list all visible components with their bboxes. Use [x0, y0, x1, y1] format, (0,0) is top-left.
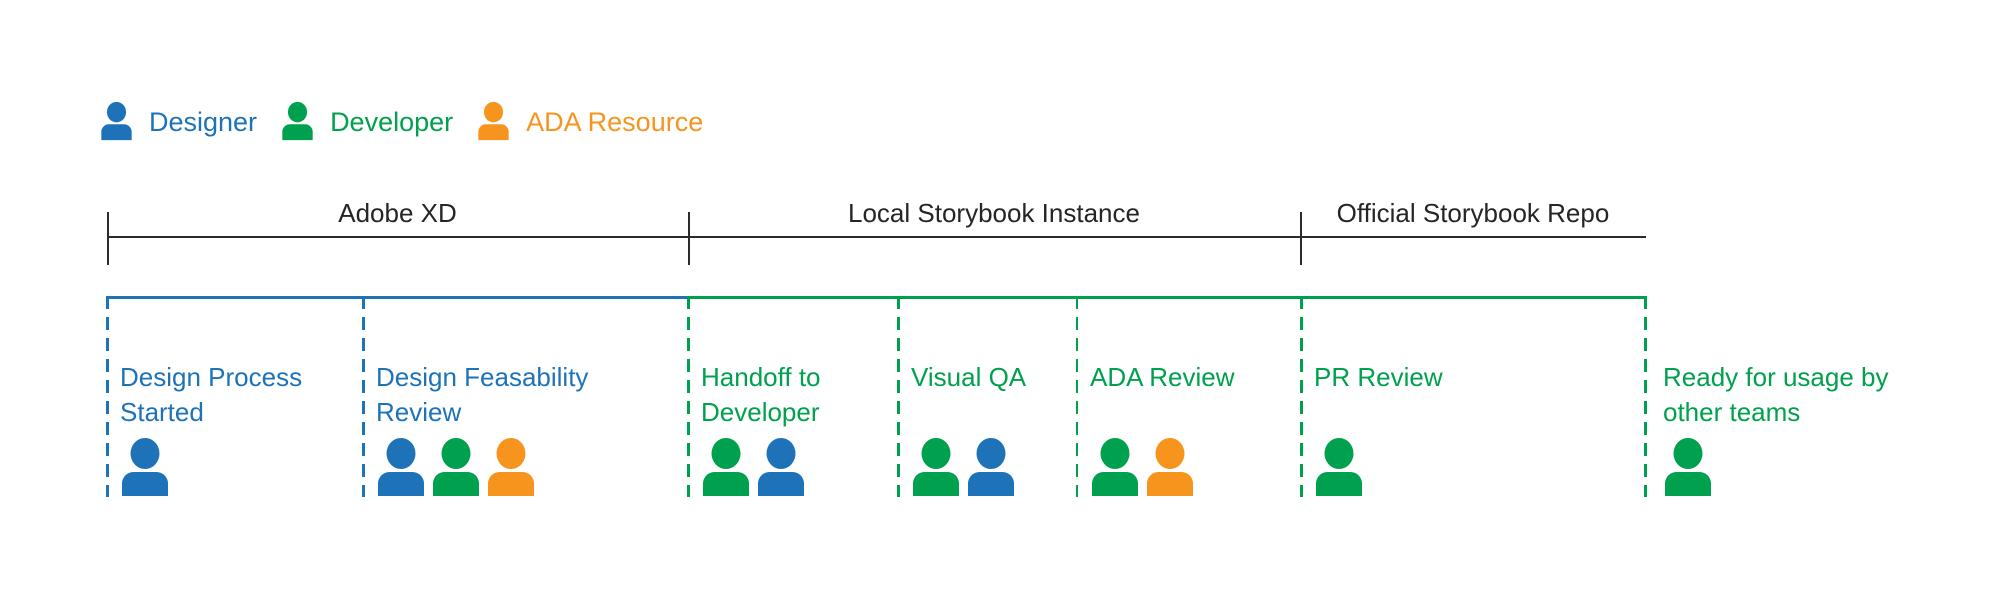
stage-label: ADA Review — [1090, 362, 1235, 392]
stage-label: Ready for usage by other teams — [1663, 362, 1889, 427]
stage-divider — [1644, 296, 1647, 497]
stage-label: Handoff to Developer — [701, 362, 821, 427]
stage-persons — [1663, 438, 1713, 496]
stage-divider — [897, 296, 900, 497]
stage-divider — [1300, 296, 1303, 497]
phase-label-official-storybook-repo: Official Storybook Repo — [1336, 198, 1610, 228]
stage-top-border-blue — [107, 296, 688, 299]
stage-top-border-green — [688, 296, 1646, 299]
phase-label-local-storybook-instance: Local Storybook Instance — [848, 198, 1140, 228]
stage-design-process-started: Design Process Started — [107, 296, 363, 498]
ada-person-icon — [486, 438, 536, 496]
stage-divider — [362, 296, 365, 497]
designer-person-icon — [756, 438, 806, 496]
developer-person-icon — [1314, 438, 1364, 496]
stage-label: Design Process Started — [120, 362, 303, 427]
developer-person-icon — [431, 438, 481, 496]
stage-pr-review: PR Review — [1301, 296, 1645, 498]
legend: Designer Developer ADA Resource — [100, 101, 703, 141]
developer-person-icon — [911, 438, 961, 496]
designer-person-icon — [966, 438, 1016, 496]
stage-design-feasability-review: Design Feasability Review — [363, 296, 688, 498]
stage-persons — [1090, 438, 1195, 496]
bracket-tick — [1300, 212, 1302, 265]
ada-resource-person-icon — [477, 101, 510, 141]
developer-person-icon — [281, 101, 314, 141]
stage-ready-for-usage: Ready for usage by other teams — [1661, 296, 1961, 498]
stage-label: PR Review — [1314, 362, 1443, 392]
stage-divider — [106, 296, 109, 497]
stage-label: Visual QA — [911, 362, 1027, 392]
stage-persons — [911, 438, 1016, 496]
designer-person-icon — [120, 438, 170, 496]
bracket-tick — [107, 212, 109, 265]
ada-person-icon — [1145, 438, 1195, 496]
stage-persons — [120, 438, 170, 496]
stage-label: Design Feasability Review — [376, 362, 589, 427]
bracket-tick — [688, 212, 690, 265]
legend-item-designer: Designer — [100, 101, 257, 141]
legend-label-designer: Designer — [149, 107, 258, 137]
stages-track: Design Process Started Design Feasabilit… — [0, 296, 2000, 498]
stage-visual-qa: Visual QA — [898, 296, 1077, 498]
bracket-line — [107, 236, 1646, 238]
designer-person-icon — [376, 438, 426, 496]
phase-label-adobe-xd: Adobe XD — [338, 198, 457, 228]
designer-person-icon — [100, 101, 133, 141]
stage-divider — [1076, 296, 1078, 497]
legend-label-ada-resource: ADA Resource — [526, 107, 704, 137]
developer-person-icon — [701, 438, 751, 496]
legend-item-ada-resource: ADA Resource — [477, 101, 703, 141]
stage-ada-review: ADA Review — [1077, 296, 1301, 498]
developer-person-icon — [1663, 438, 1713, 496]
stage-handoff-to-developer: Handoff to Developer — [688, 296, 898, 498]
legend-label-developer: Developer — [330, 107, 454, 137]
stage-persons — [376, 438, 536, 496]
stage-divider — [687, 296, 690, 497]
developer-person-icon — [1090, 438, 1140, 496]
legend-item-developer: Developer — [281, 101, 453, 141]
stage-persons — [1314, 438, 1364, 496]
stage-persons — [701, 438, 806, 496]
